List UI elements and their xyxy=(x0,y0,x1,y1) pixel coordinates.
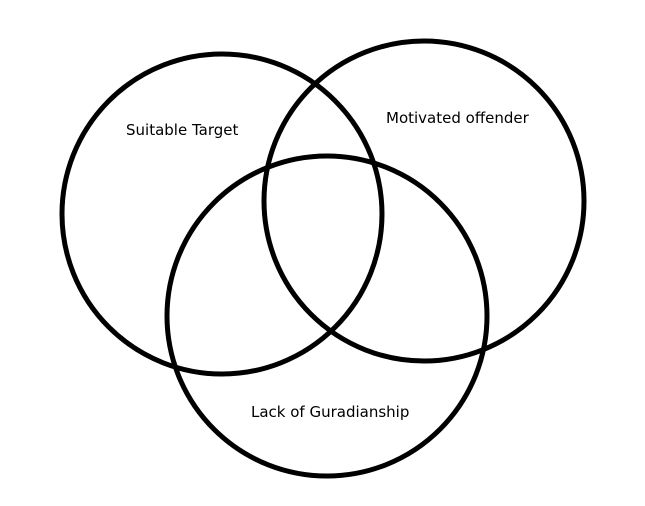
suitable-target-label: Suitable Target xyxy=(126,121,238,139)
motivated-offender-label: Motivated offender xyxy=(386,109,530,127)
suitable-target-circle xyxy=(59,51,385,377)
lack-of-guardianship-label: Lack of Guradianship xyxy=(251,403,409,421)
lack-of-guardianship-circle xyxy=(164,153,490,479)
motivated-offender-circle xyxy=(261,38,587,364)
